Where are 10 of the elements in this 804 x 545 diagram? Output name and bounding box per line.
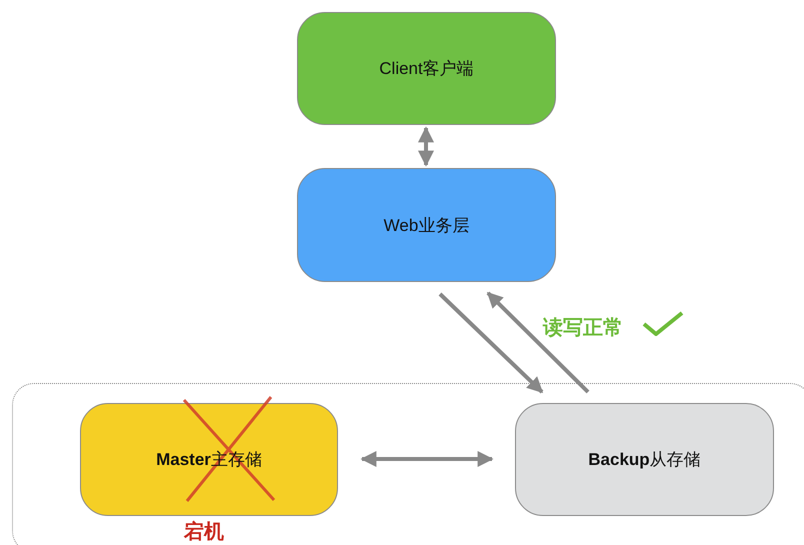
storage-box: Backup从存储 bbox=[515, 403, 774, 516]
service-box: Web业务层 bbox=[297, 168, 556, 282]
client-box: Client客户端 bbox=[297, 12, 556, 125]
arrow bbox=[360, 451, 494, 467]
storage-box: Master主存储 bbox=[80, 403, 338, 516]
status-note: 宕机 bbox=[184, 520, 224, 545]
arrow bbox=[486, 292, 590, 394]
arrow bbox=[438, 292, 544, 394]
arrow bbox=[418, 126, 434, 167]
group-outline bbox=[12, 383, 804, 545]
